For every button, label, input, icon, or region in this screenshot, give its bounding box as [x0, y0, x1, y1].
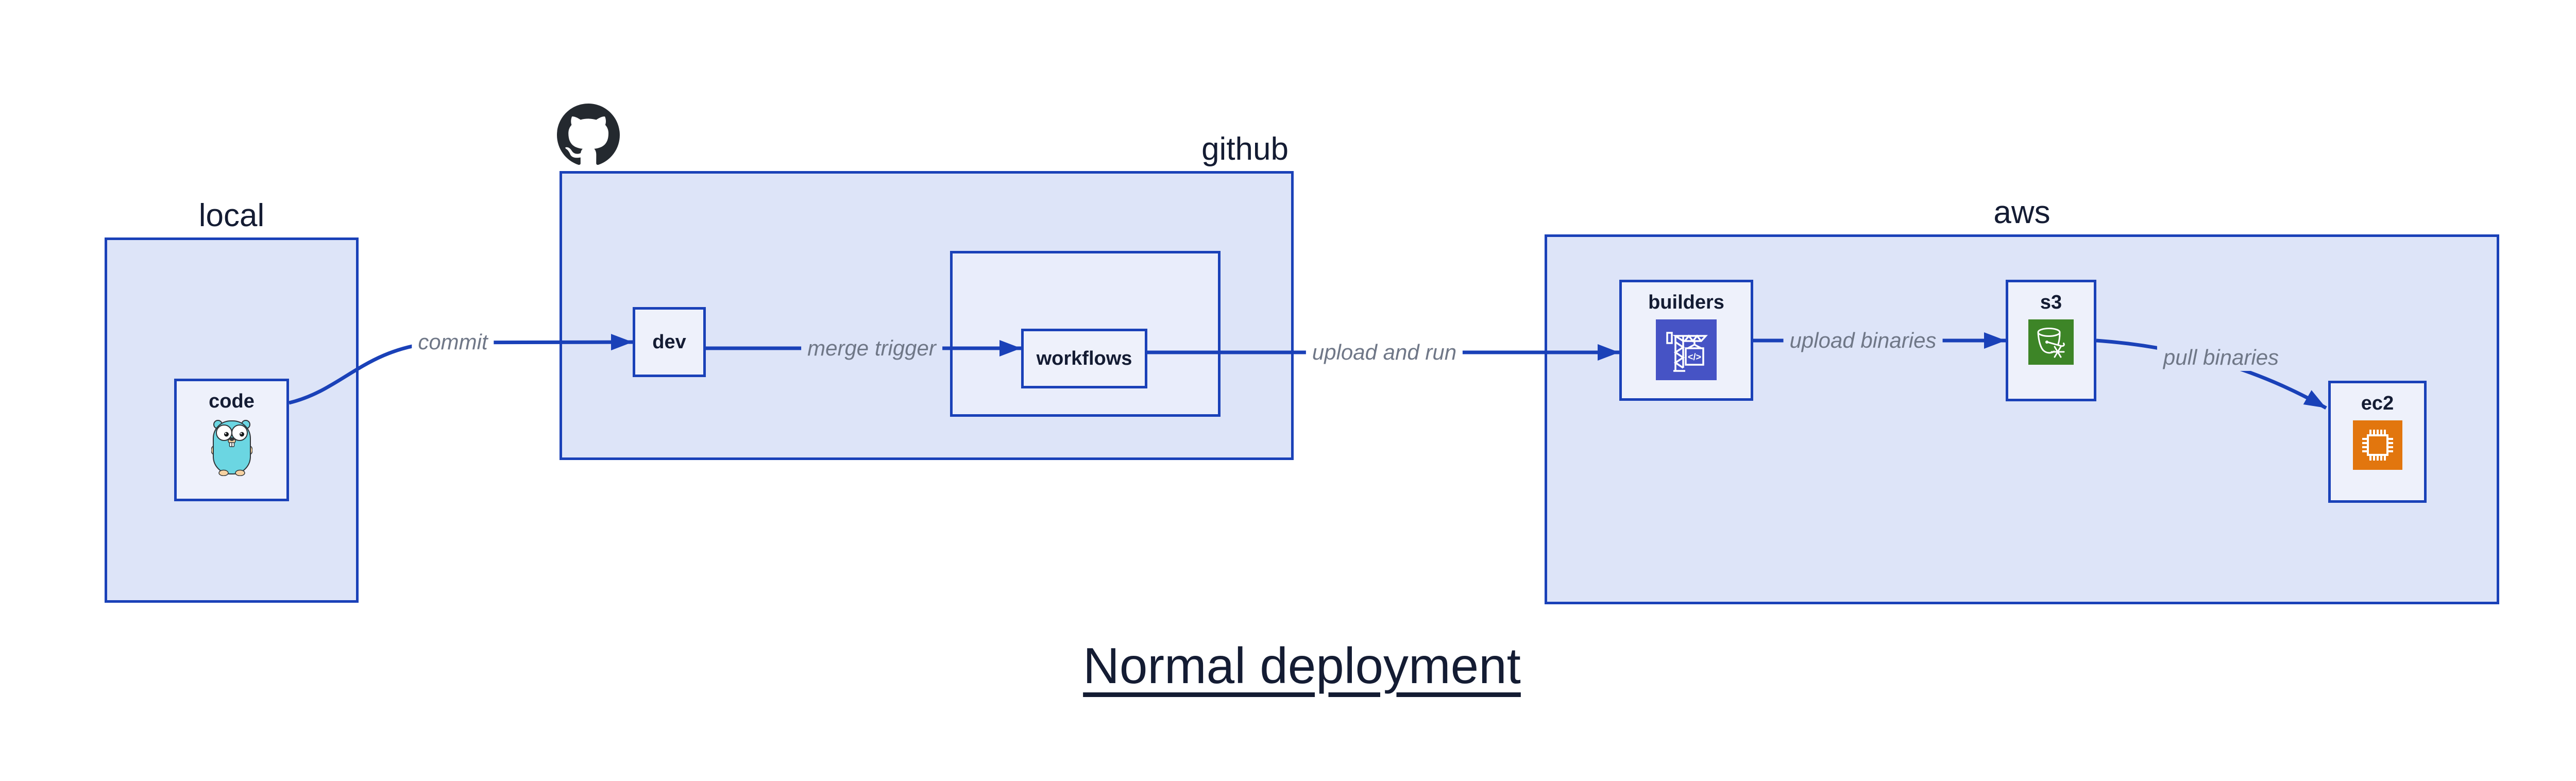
node-dev: dev [633, 307, 706, 377]
github-octocat-icon [557, 104, 620, 165]
node-s3: s3 [2006, 280, 2096, 401]
node-builders: builders </> [1619, 280, 1753, 401]
aws-codebuild-crane-icon: </> [1656, 319, 1717, 380]
node-label-code: code [209, 390, 255, 412]
region-label-github: github [1201, 131, 1289, 167]
node-label-builders: builders [1648, 292, 1724, 313]
node-label-ec2: ec2 [2361, 393, 2394, 414]
edge-label-upload-and-run: upload and run [1306, 339, 1463, 366]
node-ec2: ec2 [2328, 381, 2427, 503]
node-label-dev: dev [652, 331, 686, 353]
node-label-s3: s3 [2040, 292, 2062, 313]
node-code: code [174, 379, 289, 501]
aws-ec2-chip-icon [2352, 420, 2402, 470]
edge-label-commit: commit [412, 329, 494, 355]
diagram-title-text: Normal deployment [1083, 637, 1521, 694]
codebuild-code-glyph: </> [1688, 352, 1701, 362]
region-label-aws: aws [1993, 195, 2050, 230]
diagram-title: Normal deployment [0, 637, 2576, 695]
go-gopher-icon [211, 420, 252, 476]
edge-label-pull-binaries: pull binaries [2157, 344, 2285, 371]
edge-label-merge-trigger: merge trigger [801, 335, 942, 362]
aws-s3-glacier-bucket-icon [2028, 319, 2074, 365]
edge-label-upload-binaries: upload binaries [1783, 327, 1943, 354]
node-workflows: workflows [1021, 329, 1147, 388]
node-label-workflows: workflows [1036, 348, 1132, 369]
region-label-local: local [198, 198, 265, 233]
